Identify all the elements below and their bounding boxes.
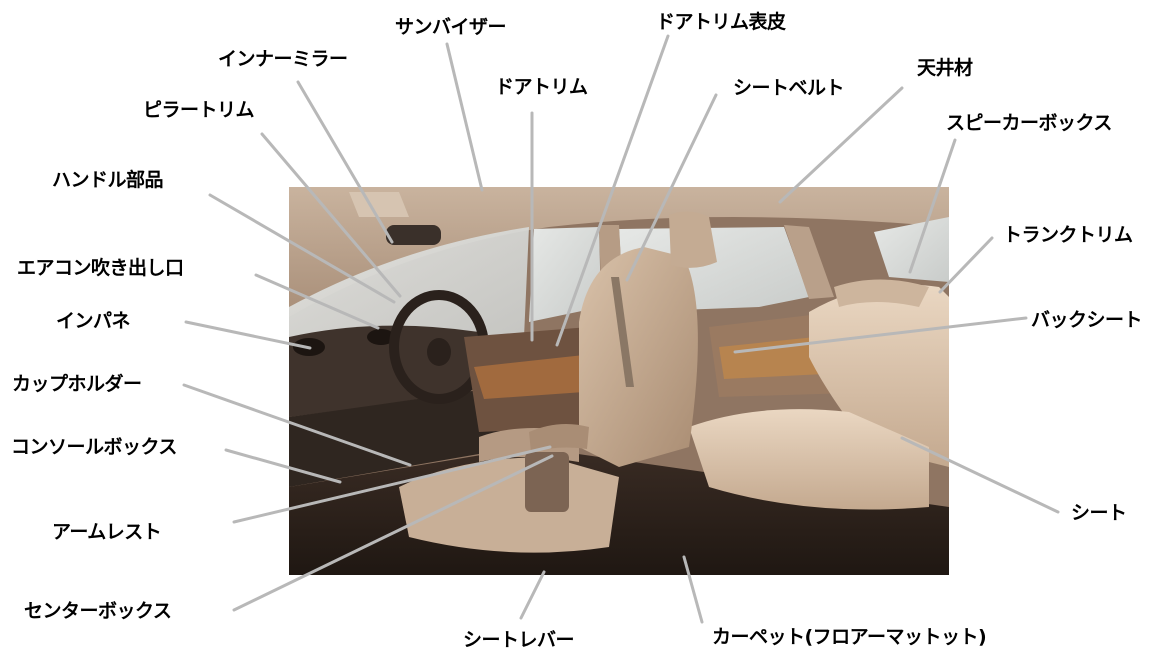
label-cup-holder: カップホルダー bbox=[12, 373, 142, 395]
label-instrument-panel: インパネ bbox=[56, 310, 131, 332]
label-steering-parts: ハンドル部品 bbox=[52, 169, 164, 191]
label-back-seat: バックシート bbox=[1031, 309, 1143, 331]
label-sun-visor: サンバイザー bbox=[395, 16, 507, 38]
label-headliner: 天井材 bbox=[917, 57, 973, 79]
label-seat: シート bbox=[1071, 502, 1127, 524]
label-pillar-trim: ピラートリム bbox=[143, 99, 255, 121]
label-speaker-box: スピーカーボックス bbox=[946, 112, 1112, 134]
label-inner-mirror: インナーミラー bbox=[218, 48, 348, 70]
label-door-trim: ドアトリム bbox=[495, 76, 588, 98]
label-center-box: センターボックス bbox=[24, 600, 172, 622]
car-interior-photo bbox=[289, 187, 949, 575]
label-ac-vent: エアコン吹き出し口 bbox=[17, 257, 184, 279]
leader-sun-visor bbox=[445, 42, 484, 192]
leader-seat-lever bbox=[519, 570, 546, 620]
label-door-trim-skin: ドアトリム表皮 bbox=[656, 11, 786, 33]
label-console-box: コンソールボックス bbox=[11, 436, 177, 458]
leader-headliner bbox=[778, 86, 904, 204]
label-armrest: アームレスト bbox=[52, 521, 162, 543]
label-trunk-trim: トランクトリム bbox=[1003, 224, 1133, 246]
label-seat-belt: シートベルト bbox=[733, 77, 845, 99]
label-carpet: カーペット(フロアーマットット) bbox=[712, 626, 987, 648]
label-seat-lever: シートレバー bbox=[463, 629, 575, 651]
